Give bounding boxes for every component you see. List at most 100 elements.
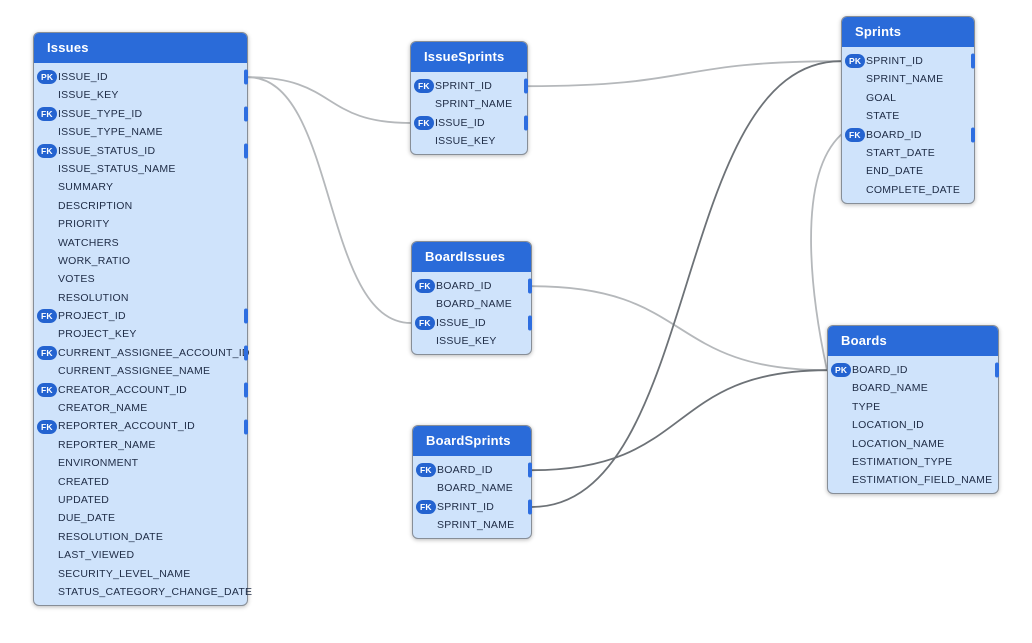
table-row[interactable]: BOARD_NAME: [828, 379, 998, 397]
column-name: CREATED: [58, 475, 110, 488]
column-name: RESOLUTION_DATE: [58, 530, 164, 543]
table-row[interactable]: RESOLUTION: [34, 289, 247, 307]
key-anchor-tick: [524, 78, 528, 94]
column-name: BOARD_ID: [436, 280, 492, 292]
key-anchor-tick: [971, 127, 975, 143]
key-anchor-tick: [528, 278, 532, 294]
table-issues-header[interactable]: Issues: [34, 33, 247, 63]
column-name: BOARD_NAME: [436, 298, 513, 311]
table-row[interactable]: START_DATE: [842, 144, 974, 162]
table-sprints-header[interactable]: Sprints: [842, 17, 974, 47]
table-row[interactable]: SECURITY_LEVEL_NAME: [34, 565, 247, 583]
table-row[interactable]: ISSUE_STATUS_NAME: [34, 160, 247, 178]
column-name: CURRENT_ASSIGNEE_NAME: [58, 365, 211, 378]
table-row[interactable]: SPRINT_NAME: [842, 70, 974, 88]
table-row[interactable]: END_DATE: [842, 162, 974, 180]
relationship-line[interactable]: [247, 76, 411, 124]
table-row[interactable]: SPRINT_NAME: [413, 516, 531, 534]
table-row[interactable]: COMPLETE_DATE: [842, 181, 974, 199]
relationship-line[interactable]: [810, 133, 842, 372]
table-row[interactable]: PROJECT_KEY: [34, 325, 247, 343]
table-row[interactable]: ENVIRONMENT: [34, 454, 247, 472]
table-boardissues-header[interactable]: BoardIssues: [412, 242, 531, 272]
table-row[interactable]: ESTIMATION_TYPE: [828, 453, 998, 471]
table-row[interactable]: SPRINT_NAME: [411, 95, 527, 113]
table-row[interactable]: DUE_DATE: [34, 509, 247, 527]
table-boardsprints-header[interactable]: BoardSprints: [413, 426, 531, 456]
table-row[interactable]: RESOLUTION_DATE: [34, 528, 247, 546]
table-row[interactable]: SUMMARY: [34, 178, 247, 196]
table-row[interactable]: UPDATED: [34, 491, 247, 509]
table-row[interactable]: ISSUE_KEY: [412, 332, 531, 350]
table-row[interactable]: ISSUE_TYPE_NAME: [34, 123, 247, 141]
table-row[interactable]: CREATOR_NAME: [34, 399, 247, 417]
table-row[interactable]: WATCHERS: [34, 234, 247, 252]
table-row[interactable]: ESTIMATION_FIELD_NAME: [828, 471, 998, 489]
key-anchor-tick: [971, 53, 975, 69]
table-row[interactable]: VOTES: [34, 270, 247, 288]
column-name: SPRINT_NAME: [866, 73, 944, 86]
key-anchor-tick: [244, 69, 248, 85]
table-row[interactable]: BOARD_NAME: [412, 295, 531, 313]
table-row[interactable]: LAST_VIEWED: [34, 546, 247, 564]
column-name: END_DATE: [866, 165, 924, 178]
relationship-line[interactable]: [531, 369, 828, 472]
table-row[interactable]: LOCATION_ID: [828, 416, 998, 434]
table-row[interactable]: STATUS_CATEGORY_CHANGE_DATE: [34, 583, 252, 601]
table-row[interactable]: STATE: [842, 107, 974, 125]
table-row[interactable]: CURRENT_ASSIGNEE_NAME: [34, 362, 247, 380]
relationship-line[interactable]: [527, 60, 842, 88]
column-name: LOCATION_ID: [852, 419, 924, 432]
fk-badge: FK: [845, 127, 865, 142]
table-row[interactable]: BOARD_NAME: [413, 479, 531, 497]
table-row[interactable]: PRIORITY: [34, 215, 247, 233]
table-row[interactable]: ISSUE_KEY: [411, 132, 527, 150]
column-name: REPORTER_NAME: [58, 438, 156, 451]
table-row[interactable]: GOAL: [842, 89, 974, 107]
table-row[interactable]: ISSUE_KEY: [34, 86, 247, 104]
table-row[interactable]: TYPE: [828, 398, 998, 416]
table-row[interactable]: REPORTER_NAME: [34, 436, 247, 454]
table-row[interactable]: CREATED: [34, 473, 247, 491]
fk-badge: FK: [416, 499, 436, 514]
table-row[interactable]: LOCATION_NAME: [828, 435, 998, 453]
table-issuesprints-header[interactable]: IssueSprints: [411, 42, 527, 72]
column-name: STATUS_CATEGORY_CHANGE_DATE: [58, 585, 253, 598]
table-row[interactable]: DESCRIPTION: [34, 197, 247, 215]
relationship-line[interactable]: [531, 60, 842, 508]
column-name: BOARD_NAME: [852, 382, 929, 395]
column-name: BOARD_ID: [866, 128, 922, 141]
fk-badge: FK: [415, 315, 435, 330]
table-boards-header[interactable]: Boards: [828, 326, 998, 356]
table-row[interactable]: WORK_RATIO: [34, 252, 247, 270]
column-name: ISSUE_ID: [435, 116, 485, 129]
relationship-line[interactable]: [247, 76, 412, 324]
relationship-line[interactable]: [531, 285, 828, 372]
